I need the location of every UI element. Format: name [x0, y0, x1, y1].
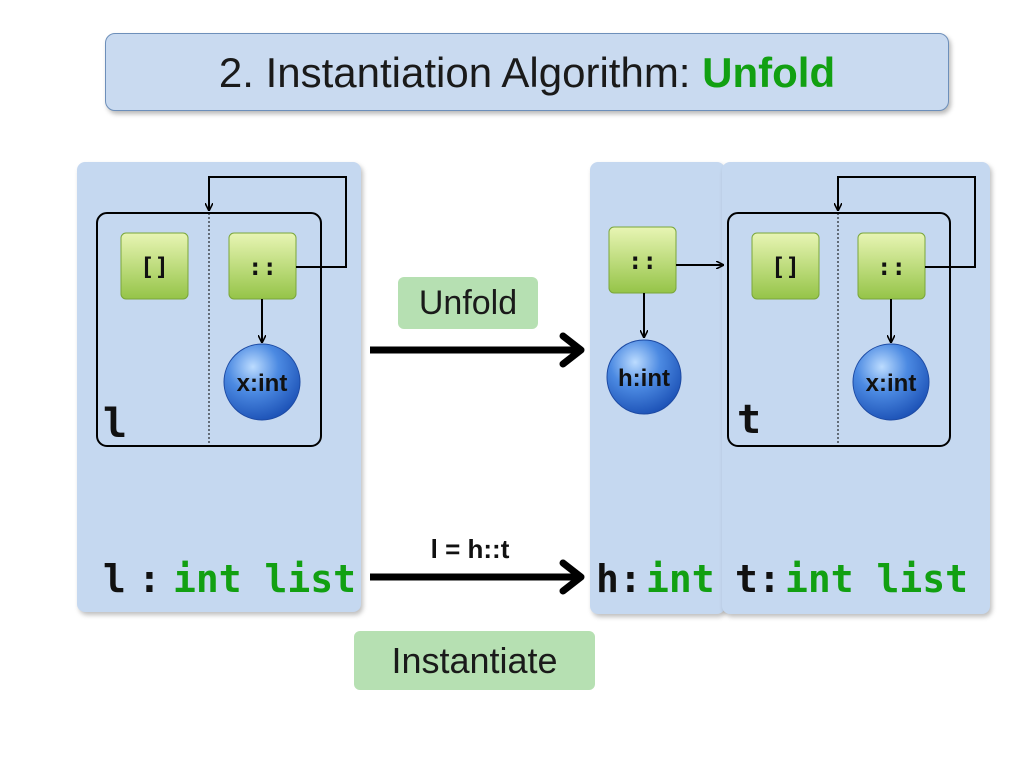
- tail-element-label: x:int: [866, 370, 917, 397]
- left-cons-label: ::: [248, 253, 277, 281]
- left-type-name: int list: [173, 557, 356, 601]
- left-type-var: l: [103, 557, 126, 601]
- instantiate-arrowhead: [559, 559, 585, 595]
- title-accent: Unfold: [702, 49, 836, 96]
- h-type-sep: :: [619, 557, 642, 601]
- equation-label: l = h::t: [431, 534, 510, 564]
- left-cons-node: ::: [228, 232, 297, 300]
- tail-cons-node: ::: [857, 232, 926, 300]
- head-element-label: h:int: [618, 365, 670, 392]
- instantiate-tag: Instantiate: [354, 631, 595, 690]
- tail-list-box: [727, 212, 951, 447]
- tail-recursive-edge: [838, 176, 976, 268]
- tail-cons-label: ::: [877, 253, 906, 281]
- left-recursive-edge: [209, 176, 347, 268]
- left-type-sep: :: [138, 557, 161, 601]
- unfold-tag: Unfold: [398, 277, 538, 329]
- t-type-var: t: [735, 557, 758, 601]
- head-cons-node: ::: [608, 226, 677, 294]
- h-type-var: h: [596, 557, 619, 601]
- tail-nil-node: []: [751, 232, 820, 300]
- title-prefix: 2. Instantiation Algorithm:: [218, 49, 703, 96]
- left-var-label: l: [103, 401, 127, 447]
- tail-element-circle: x:int: [852, 343, 930, 421]
- h-type-name: int: [646, 557, 715, 601]
- head-cons-label: ::: [628, 247, 657, 275]
- slide-title: 2. Instantiation Algorithm: Unfold: [219, 49, 835, 96]
- unfold-arrowhead: [559, 332, 585, 368]
- t-type-sep: :: [758, 557, 781, 601]
- tail-nil-label: []: [771, 253, 800, 281]
- left-nil-label: []: [140, 253, 169, 281]
- head-element-circle: h:int: [606, 339, 682, 415]
- left-element-circle: x:int: [223, 343, 301, 421]
- left-nil-node: []: [120, 232, 189, 300]
- t-type-name: int list: [785, 557, 968, 601]
- title-box: 2. Instantiation Algorithm: Unfold: [105, 33, 949, 111]
- tail-var-label: t: [737, 397, 761, 443]
- left-element-label: x:int: [237, 370, 288, 397]
